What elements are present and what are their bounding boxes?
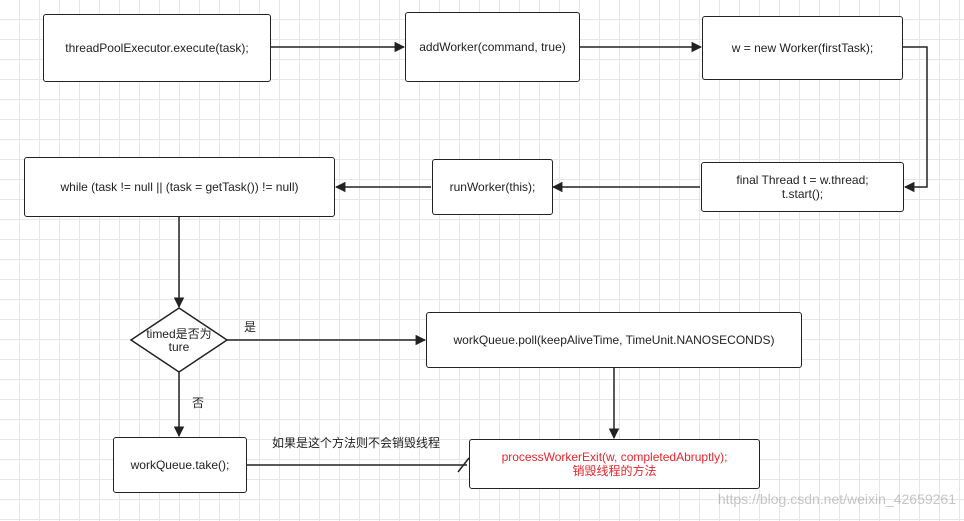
execute-label: threadPoolExecutor.execute(task); bbox=[65, 41, 249, 55]
new-worker-node: w = new Worker(firstTask); bbox=[702, 16, 903, 80]
run-worker-node: runWorker(this); bbox=[432, 159, 553, 215]
poll-node: workQueue.poll(keepAliveTime, TimeUnit.N… bbox=[426, 312, 802, 368]
timed-decision-label: timed是否为 ture bbox=[139, 328, 219, 354]
process-worker-exit-node: processWorkerExit(w, completedAbruptly);… bbox=[469, 439, 760, 489]
watermark: https://blog.csdn.net/weixin_42659261 bbox=[717, 491, 956, 507]
run-worker-label: runWorker(this); bbox=[449, 180, 536, 194]
while-loop-node: while (task != null || (task = getTask()… bbox=[24, 157, 335, 217]
edge-cross-mark bbox=[457, 457, 470, 473]
take-node: workQueue.take(); bbox=[113, 437, 247, 493]
poll-label: workQueue.poll(keepAliveTime, TimeUnit.N… bbox=[453, 333, 775, 347]
timed-decision-shape bbox=[129, 307, 229, 373]
edge-newworker-to-threadstart bbox=[903, 46, 928, 193]
timed-decision-line1: timed是否为 bbox=[146, 327, 212, 341]
thread-start-line2: t.start(); bbox=[781, 187, 824, 201]
take-note-label: 如果是这个方法则不会销毁线程 bbox=[272, 436, 441, 450]
new-worker-label: w = new Worker(firstTask); bbox=[731, 41, 874, 55]
thread-start-line1: final Thread t = w.thread; bbox=[736, 173, 869, 187]
add-worker-node: addWorker(command, true) bbox=[405, 12, 580, 82]
yes-label: 是 bbox=[244, 320, 257, 334]
process-worker-exit-line2: 销毁线程的方法 bbox=[572, 464, 657, 478]
timed-decision-line2: ture bbox=[168, 340, 190, 354]
no-label: 否 bbox=[192, 396, 205, 410]
while-loop-label: while (task != null || (task = getTask()… bbox=[60, 180, 299, 194]
execute-node: threadPoolExecutor.execute(task); bbox=[43, 14, 271, 82]
add-worker-label: addWorker(command, true) bbox=[419, 40, 566, 54]
thread-start-node: final Thread t = w.thread; t.start(); bbox=[701, 162, 904, 212]
take-label: workQueue.take(); bbox=[130, 458, 230, 472]
process-worker-exit-line1: processWorkerExit(w, completedAbruptly); bbox=[501, 450, 728, 464]
